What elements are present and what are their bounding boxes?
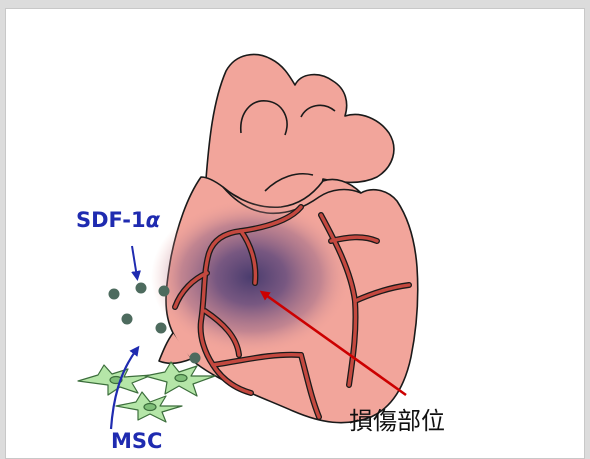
sdf1-pointer-arrow (132, 246, 137, 277)
sdf1-molecule-dot (109, 289, 120, 300)
great-vessels (206, 55, 394, 212)
injury-region (151, 199, 351, 355)
sdf1-molecule-dot (136, 283, 147, 294)
sdf1-molecule-dot (159, 286, 170, 297)
heart-diagram: SDF-1α MSC 損傷部位 (6, 9, 584, 458)
msc-cell (78, 365, 152, 395)
sdf1-molecule-dot (156, 323, 167, 334)
diagram-slide: SDF-1α MSC 損傷部位 (5, 8, 585, 459)
msc-cell (116, 392, 182, 422)
sdf1-alpha-symbol: α (146, 208, 161, 232)
msc-cells (78, 362, 215, 422)
sdf1-label: SDF-1α (76, 208, 161, 232)
sdf1-molecule-dot (190, 353, 201, 364)
sdf1-molecule-dot (122, 314, 133, 325)
injury-site-label: 損傷部位 (349, 407, 445, 435)
msc-label: MSC (111, 429, 162, 453)
